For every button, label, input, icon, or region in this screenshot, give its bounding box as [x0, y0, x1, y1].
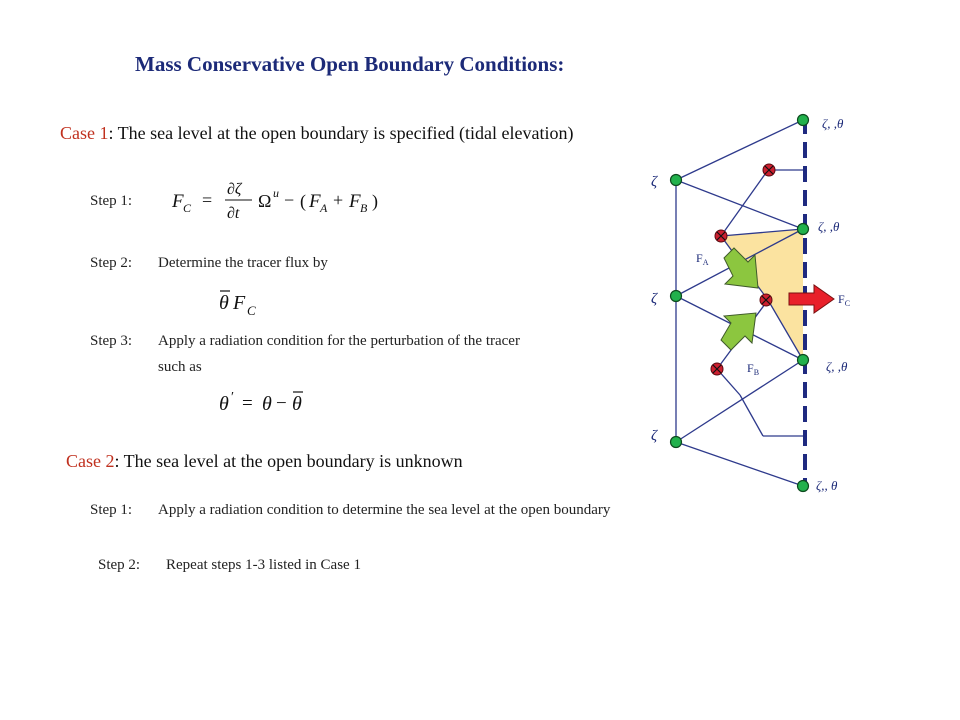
case2-heading: Case 2: The sea level at the open bounda…	[66, 451, 463, 472]
equation-flux-c: F C = ∂ζ ∂t Ω u − ( F A + F B )	[171, 181, 378, 222]
svg-text:′: ′	[231, 390, 234, 405]
case1-step2-text: Determine the tracer flux by	[158, 255, 328, 271]
mesh-edge	[675, 441, 804, 487]
velocity-node	[714, 229, 728, 243]
flux-b-label: FB	[747, 361, 759, 377]
flux-a-label: FA	[696, 251, 709, 267]
velocity-node	[762, 163, 776, 177]
case2-text: : The sea level at the open boundary is …	[114, 451, 463, 471]
svg-text:F: F	[171, 191, 184, 212]
svg-text:u: u	[273, 186, 279, 200]
zeta-label: ζ	[651, 174, 658, 190]
flux-b-arrow	[720, 312, 757, 351]
svg-text:C: C	[247, 303, 256, 318]
svg-text:=: =	[242, 393, 253, 414]
equation-tracer-flux: θ F C	[219, 290, 256, 318]
case1-step3-text: Apply a radiation condition for the pert…	[158, 333, 520, 349]
svg-text:θ: θ	[219, 393, 229, 415]
zeta-label: ζ	[651, 291, 658, 307]
equation-perturbation: θ ′ = θ − θ	[219, 390, 303, 415]
svg-text:B: B	[360, 201, 368, 215]
dual-edge	[739, 394, 764, 437]
svg-text:+: +	[333, 190, 343, 210]
case2-step1-text: Apply a radiation condition to determine…	[158, 502, 611, 518]
svg-text:θ: θ	[292, 393, 302, 415]
svg-text:(: (	[300, 191, 306, 212]
flux-a-arrow	[723, 247, 759, 289]
svg-text:F: F	[232, 292, 246, 314]
case2-label: Case 2	[66, 451, 115, 471]
case1-step2-label: Step 2:	[90, 255, 133, 271]
zeta-theta-label: ζ, ,θ	[818, 219, 840, 234]
svg-text:A: A	[319, 201, 328, 215]
case1-step3-text2: such as	[158, 359, 202, 375]
mesh-edge	[675, 179, 804, 230]
svg-text:−: −	[276, 393, 287, 414]
svg-text:∂t: ∂t	[227, 205, 240, 222]
page-title: Mass Conservative Open Boundary Conditio…	[135, 52, 565, 76]
case1-text: : The sea level at the open boundary is …	[108, 123, 574, 143]
case2-step1-label: Step 1:	[90, 502, 133, 518]
mesh-edge	[675, 359, 804, 443]
boundary-node	[796, 222, 810, 236]
svg-text:): )	[372, 191, 378, 212]
velocity-nodes	[710, 163, 776, 376]
case2-step2-label: Step 2:	[98, 557, 141, 573]
flux-c-label: FC	[838, 292, 850, 308]
svg-text:∂ζ: ∂ζ	[227, 181, 243, 198]
velocity-node	[710, 362, 724, 376]
svg-text:θ: θ	[262, 393, 272, 415]
case1-step1-label: Step 1:	[90, 193, 133, 209]
svg-text:θ: θ	[219, 292, 229, 314]
velocity-node	[759, 293, 773, 307]
zeta-node	[669, 289, 683, 303]
case1-heading: Case 1: The sea level at the open bounda…	[60, 123, 574, 144]
flux-c-arrow	[788, 284, 835, 314]
svg-text:C: C	[183, 201, 192, 215]
boundary-node	[796, 353, 810, 367]
svg-text:=: =	[202, 190, 212, 210]
boundary-node	[796, 479, 810, 493]
svg-text:−: −	[284, 190, 294, 210]
case2-step2-text: Repeat steps 1-3 listed in Case 1	[166, 557, 361, 573]
zeta-label: ζ	[651, 428, 658, 444]
boundary-node	[796, 113, 810, 127]
zeta-node	[669, 435, 683, 449]
case1-label: Case 1	[60, 123, 109, 143]
zeta-node	[669, 173, 683, 187]
svg-text:Ω: Ω	[258, 191, 271, 211]
case1-step3-label: Step 3:	[90, 333, 133, 349]
zeta-theta-label: ζ, ,θ	[826, 359, 848, 374]
mesh-edge	[675, 119, 804, 181]
zeta-theta-label: ζ,, θ	[816, 478, 838, 493]
zeta-theta-label: ζ, ,θ	[822, 116, 844, 131]
dual-edge	[720, 169, 769, 237]
svg-text:F: F	[348, 191, 361, 212]
svg-text:F: F	[308, 191, 321, 212]
